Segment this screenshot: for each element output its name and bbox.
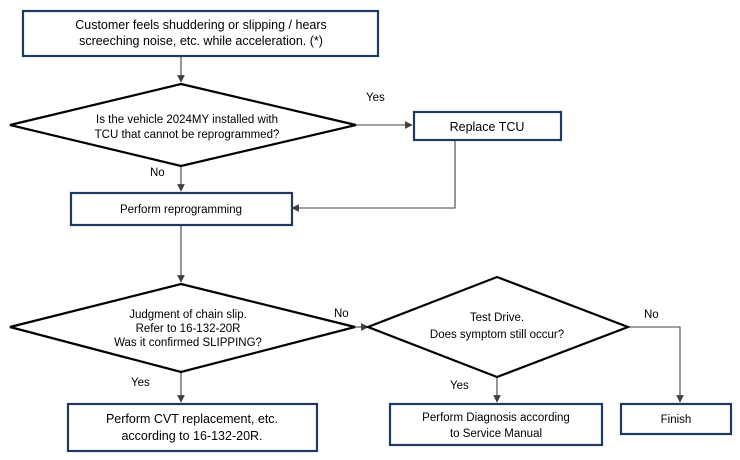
decision-2-line-1: Judgment of chain slip. <box>129 309 247 321</box>
diagnosis-box: Perform Diagnosis according to Service M… <box>388 402 604 447</box>
decision-1-diamond: Is the vehicle 2024MY installed with TCU… <box>9 82 357 168</box>
decision-2-line-3: Was it confirmed SLIPPING? <box>114 337 262 349</box>
start-box: Customer feels shuddering or slipping / … <box>21 9 380 58</box>
decision-2-line-2: Refer to 16-132-20R <box>136 323 241 335</box>
decision-2-diamond: Judgment of chain slip. Refer to 16-132-… <box>9 282 356 374</box>
edge-decision-3-no <box>628 326 684 403</box>
cvt-replacement-line-2: according to 16-132-20R. <box>121 429 262 443</box>
cvt-replacement-line-1: Perform CVT replacement, etc. <box>106 412 278 426</box>
reprogram-label: Perform reprogramming <box>120 204 242 216</box>
edge-labels: Yes No No Yes Yes No <box>131 92 659 392</box>
cvt-replacement-box: Perform CVT replacement, etc. according … <box>66 402 319 453</box>
decision-3-line-1: Test Drive. <box>470 312 524 324</box>
decision-1-line-2: TCU that cannot be reprogrammed? <box>95 129 280 141</box>
replace-tcu-label: Replace TCU <box>450 120 525 134</box>
start-line-1: Customer feels shuddering or slipping / … <box>75 18 327 32</box>
decision-2-yes-label: Yes <box>131 377 150 389</box>
reprogram-box: Perform reprogramming <box>69 191 294 227</box>
edge-replace-tcu-to-reprogram <box>291 140 456 212</box>
decision-3-line-2: Does symptom still occur? <box>430 329 564 341</box>
decision-1-yes-label: Yes <box>366 92 385 104</box>
replace-tcu-box: Replace TCU <box>412 110 563 142</box>
decision-3-yes-label: Yes <box>450 380 469 392</box>
decision-3-no-label: No <box>644 309 659 321</box>
start-line-2: screeching noise, etc. while acceleratio… <box>79 34 323 48</box>
decision-3-diamond: Test Drive. Does symptom still occur? <box>364 275 632 379</box>
finish-box: Finish <box>619 402 733 436</box>
diagnosis-line-1: Perform Diagnosis according <box>422 412 570 424</box>
diagnosis-line-2: to Service Manual <box>450 428 542 440</box>
decision-2-no-label: No <box>334 308 349 320</box>
connectors <box>177 56 684 403</box>
decision-1-line-1: Is the vehicle 2024MY installed with <box>96 114 278 126</box>
finish-label: Finish <box>661 414 692 426</box>
decision-1-no-label: No <box>150 167 165 179</box>
